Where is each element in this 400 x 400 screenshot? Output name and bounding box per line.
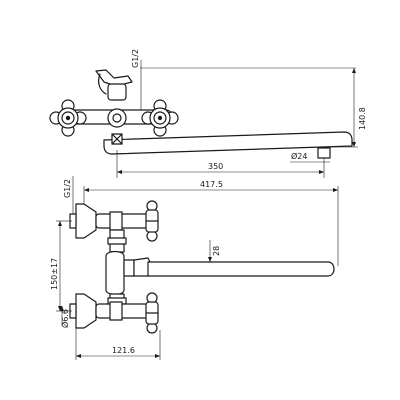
center-nut-inner	[112, 113, 122, 123]
lever-neck	[98, 73, 107, 95]
dim-eccentric-diameter: Ø6.6	[60, 309, 70, 328]
dim-thread-front: G1/2	[131, 49, 140, 68]
spout	[103, 131, 353, 155]
dim-spout-diameter: Ø24	[291, 151, 307, 161]
spout-outlet	[317, 147, 331, 159]
top-handle-side	[145, 200, 159, 242]
dim-wall-projection: 121.6	[112, 346, 135, 355]
diverter-body	[107, 83, 127, 101]
lever-handle	[95, 69, 133, 87]
middle-link	[123, 259, 135, 277]
left-cross-handle	[49, 99, 87, 137]
front-view: G1/2	[49, 49, 367, 178]
top-wall-flange	[75, 203, 97, 239]
dim-thread-side: G1/2	[63, 179, 72, 198]
dim-connection-spacing: 150±17	[50, 258, 59, 290]
bottom-wall-flange	[75, 293, 97, 329]
bottom-handle-side	[145, 292, 159, 334]
right-cross-handle	[141, 99, 179, 137]
dim-spout-height: 28	[212, 246, 221, 256]
bottom-valve-boss	[109, 301, 123, 321]
side-spout	[147, 261, 335, 277]
side-view: G1/2 417.5 28	[50, 176, 339, 360]
middle-body	[105, 250, 125, 296]
riser-collar	[107, 237, 127, 245]
dim-spout-reach: 350	[208, 162, 223, 171]
top-valve-boss	[109, 211, 123, 231]
dim-height-total: 140.8	[358, 107, 367, 130]
dim-overall-length: 417.5	[200, 180, 223, 189]
